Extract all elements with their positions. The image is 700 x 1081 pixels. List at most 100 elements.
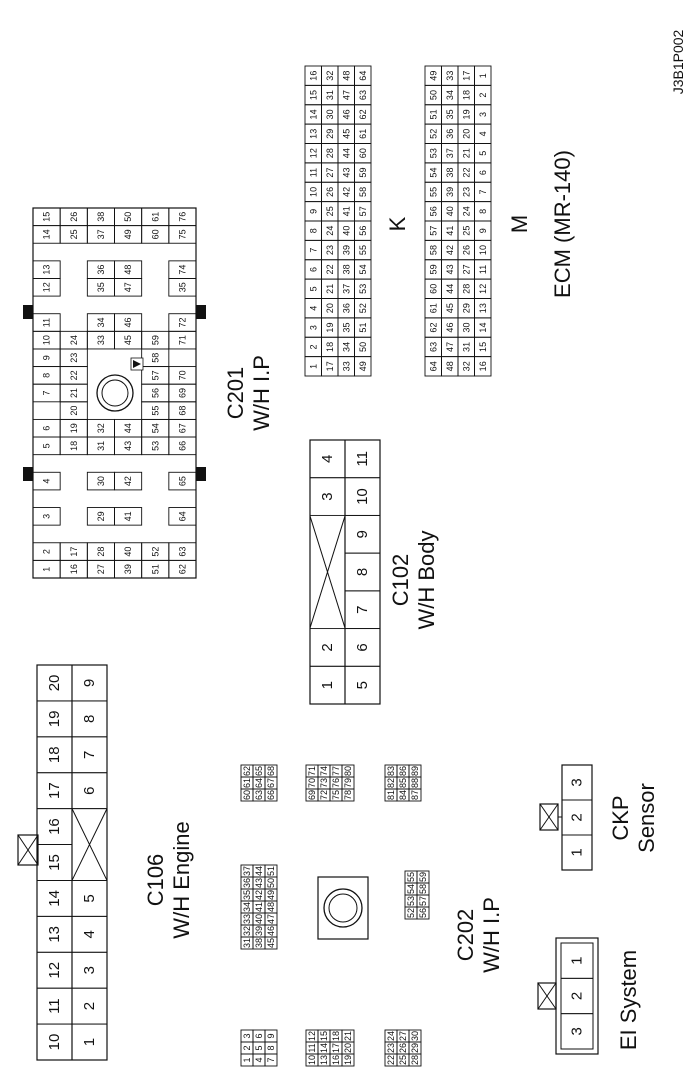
c201-pin: 41 [123,511,133,521]
c202-pin: 28 [410,1055,420,1065]
c202-pin: 44 [254,866,264,876]
ecm-m-pin: 38 [445,168,455,178]
ei-pin: 1 [569,956,586,964]
c106-pin: 18 [46,746,63,763]
c202-pin: 33 [242,914,252,924]
ecm-k-pin: 37 [341,284,351,294]
c202-pin: 21 [343,1031,353,1041]
ecm-m-pin: 46 [445,323,455,333]
c201-pin: 40 [123,547,133,557]
c201-pin: 21 [69,388,79,398]
c202-pin: 60 [242,790,252,800]
c201-pin: 31 [96,441,106,451]
c202-pin: 75 [331,790,341,800]
c202-pin: 51 [266,866,276,876]
ecm-k-connector: 1615141312111098765432132313029282726252… [304,65,372,377]
ecm-k-pin: 51 [358,323,368,333]
c106-pin: 4 [81,930,98,938]
c106-pin: 10 [46,1034,63,1051]
ecm-k-pin: 16 [308,71,318,81]
c202-pin: 10 [307,1055,317,1065]
lock-tab-icon [537,982,557,1010]
ecm-m-pin: 16 [478,361,488,371]
ecm-m-pin: 17 [461,71,471,81]
ecm-k-pin: 44 [341,148,351,158]
c102-pin: 11 [354,451,371,467]
c202-pin: 39 [254,926,264,936]
c201-pin: 50 [123,212,133,222]
c201-pin: 14 [42,229,52,239]
c201-pin: 18 [69,441,79,451]
c202-pin: 66 [266,790,276,800]
c202-pin: 59 [418,872,428,882]
ecm-m-pin: 37 [445,148,455,158]
c202-pin: 29 [410,1043,420,1053]
c202-pin: 79 [343,778,353,788]
ecm-m-pin: 18 [461,90,471,100]
ecm-m-pin: 30 [461,323,471,333]
ecm-k-pin: 10 [308,187,318,197]
ecm-k-pin: 30 [325,109,335,119]
c202-pin: 12 [307,1031,317,1041]
ecm-k-pin: 36 [341,303,351,313]
c201-pin: 49 [123,229,133,239]
ecm-m-pin: 6 [478,170,488,175]
ecm-k-pin: 56 [358,226,368,236]
ecm-k-pin: 55 [358,245,368,255]
c201-pin: 54 [150,423,160,433]
ecm-m-pin: 3 [478,112,488,117]
c202-name: C202 [453,909,478,962]
ecm-m-pin: 1 [478,73,488,78]
ecm-k-pin: 50 [358,342,368,352]
ecm-k-pin: 17 [325,361,335,371]
c201-pin: 47 [123,282,133,292]
c201-pin: 44 [123,423,133,433]
c201-pin: 16 [69,564,79,574]
ecm-m-pin: 53 [428,148,438,158]
ecm-m-pin: 47 [445,342,455,352]
ecm-m-pin: 60 [428,284,438,294]
c202-pin: 58 [418,884,428,894]
ecm-m-pin: 25 [461,226,471,236]
c106-harness: W/H Engine [169,821,194,938]
c102-pin: 2 [319,643,336,651]
ckp-pin: 3 [569,778,586,786]
c106-pin: 15 [46,854,63,871]
c202-pin: 53 [406,896,416,906]
c202-pin: 65 [254,766,264,776]
c202-pin: 88 [410,778,420,788]
c201-pin: 6 [42,426,52,431]
c201-pin: 20 [69,406,79,416]
c201-pin: 30 [96,476,106,486]
ecm-m-pin: 23 [461,187,471,197]
c202-pin: 6 [254,1033,264,1038]
c202-connector: 1234567891011121314151617181920212223242… [240,764,430,1067]
c201-pin: 32 [96,423,106,433]
c201-pin: 29 [96,511,106,521]
c202-pin: 70 [307,778,317,788]
c202-center-boss [317,876,369,940]
c201-pin: 64 [177,511,187,521]
ecm-m-pin: 61 [428,303,438,313]
c106-name: C106 [143,854,168,907]
c106-pin: 19 [46,711,63,728]
ckp-pin: 1 [569,848,586,856]
ecm-k-pin: 39 [341,245,351,255]
ecm-k-pin: 9 [308,209,318,214]
ecm-m-pin: 9 [478,228,488,233]
c102-pin: 4 [319,455,336,463]
ecm-k-pin: 62 [358,109,368,119]
c201-pin: 39 [123,564,133,574]
c202-pin: 89 [410,766,420,776]
c202-pin: 84 [398,790,408,800]
c201-pin: 11 [42,318,52,327]
ecm-m-pin: 14 [478,323,488,333]
c202-pin: 5 [254,1045,264,1050]
ecm-k-pin: 31 [325,90,335,100]
c201-pin: 67 [177,423,187,433]
c202-pin: 50 [266,878,276,888]
c201-pin: 13 [42,265,52,275]
ecm-m-pin: 43 [445,264,455,274]
c202-pin: 3 [242,1033,252,1038]
